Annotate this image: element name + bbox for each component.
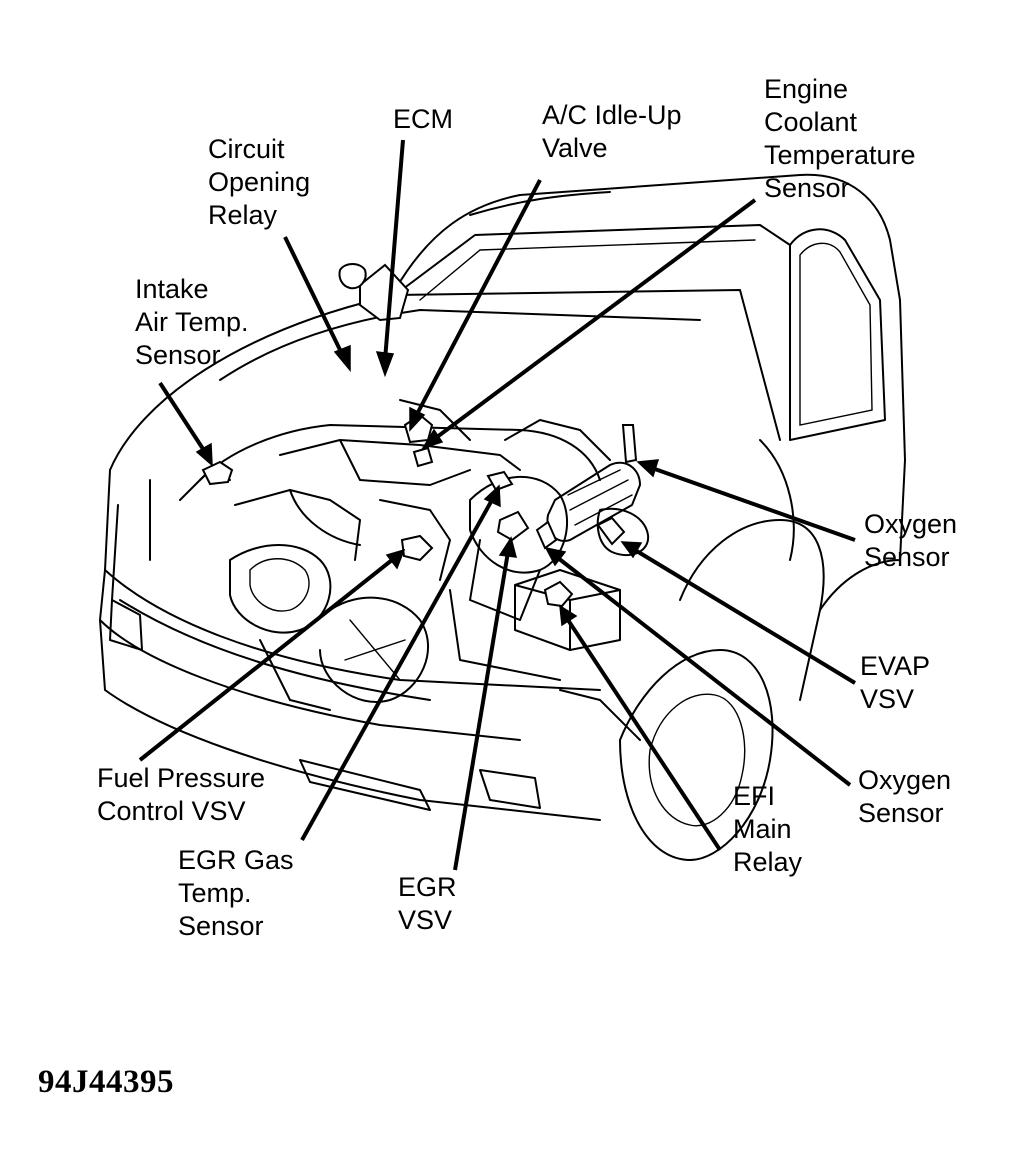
label-circuit-opening-relay-line-2: Opening <box>208 167 311 197</box>
label-efi-line-1: EFI <box>733 781 776 811</box>
components <box>201 263 638 608</box>
label-oxygen-upper-line-2: Sensor <box>864 542 950 572</box>
label-egr-gas-temp-sensor: EGR Gas Temp. Sensor <box>178 844 294 943</box>
leader-fuel-pressure-vsv <box>138 558 394 762</box>
label-oxygen-upper-line-1: Oxygen <box>864 509 958 539</box>
label-oxygen-sensor-lower: Oxygen Sensor <box>858 764 951 830</box>
label-oxygen-lower-line-2: Sensor <box>858 798 944 828</box>
truck-body-outline <box>99 173 906 861</box>
leader-evap-vsv <box>633 548 857 685</box>
label-ecm-line: ECM <box>393 104 453 134</box>
intake-air-temp-sensor-part <box>201 460 234 486</box>
egr-gas-temp-sensor-part <box>486 470 514 492</box>
arrow-evap-vsv <box>620 541 643 559</box>
leader-intake-air-temp <box>158 381 207 454</box>
label-egr-vsv-line-1: EGR <box>398 872 457 902</box>
arrow-ecm <box>375 351 395 378</box>
leader-circuit-opening-relay <box>283 236 345 357</box>
label-intake-air-temp-sensor: Intake Air Temp. Sensor <box>135 273 249 372</box>
label-coolant-line-4: Sensor <box>764 173 850 203</box>
arrow-egr-gas-temp <box>483 484 501 508</box>
label-egr-gas-line-3: Sensor <box>178 911 264 941</box>
label-egr-gas-line-1: EGR Gas <box>178 845 294 875</box>
label-coolant-line-1: Engine <box>764 74 849 104</box>
label-fuel-pressure-line-1: Fuel Pressure <box>97 763 266 793</box>
arrow-egr-vsv <box>498 536 518 558</box>
circuit-opening-relay-part <box>338 263 367 290</box>
arrow-efi-main-relay <box>559 604 578 627</box>
leader-coolant-temp <box>431 198 757 442</box>
label-evap-line-2: VSV <box>860 684 915 714</box>
label-ac-idle-up-valve: A/C Idle-Up Valve <box>542 99 682 165</box>
arrow-ac-idle-up <box>409 406 426 432</box>
egr-vsv-part <box>496 510 530 542</box>
fuel-pressure-vsv-part <box>400 534 434 562</box>
label-circuit-opening-relay-line-1: Circuit <box>208 134 285 164</box>
label-egr-vsv: EGR VSV <box>398 871 457 937</box>
leader-egr-gas-temp <box>300 499 494 841</box>
label-intake-line-2: Air Temp. <box>135 307 249 337</box>
leader-ac-idle-up <box>414 179 542 417</box>
arrow-coolant-temp <box>421 428 444 450</box>
leader-ecm <box>383 139 405 361</box>
label-egr-gas-line-2: Temp. <box>178 878 252 908</box>
label-coolant-line-2: Coolant <box>764 107 858 137</box>
label-ecm: ECM <box>393 103 453 136</box>
leader-oxygen-upper <box>651 466 856 542</box>
arrow-circuit-opening-relay <box>333 344 351 373</box>
coolant-temp-sensor-part <box>412 446 434 468</box>
leader-oxygen-lower <box>556 556 852 787</box>
evap-vsv-part <box>596 516 626 546</box>
leader-lines <box>138 139 857 871</box>
ecm-module <box>359 263 410 322</box>
label-intake-line-3: Sensor <box>135 340 221 370</box>
label-egr-vsv-line-2: VSV <box>398 905 453 935</box>
arrow-oxygen-upper <box>636 459 660 478</box>
arrow-oxygen-lower <box>544 546 567 567</box>
arrow-intake-air-temp <box>195 442 213 467</box>
label-evap-line-1: EVAP <box>860 651 931 681</box>
oxygen-sensor-lower-part <box>535 520 558 550</box>
label-ac-idle-up-line-2: Valve <box>542 133 608 163</box>
leader-efi-main-relay <box>566 618 722 852</box>
leader-egr-vsv <box>453 551 510 871</box>
label-efi-line-2: Main <box>733 814 792 844</box>
label-efi-line-3: Relay <box>733 847 803 877</box>
label-fuel-pressure-line-2: Control VSV <box>97 796 246 826</box>
label-intake-line-1: Intake <box>135 274 209 304</box>
label-ac-idle-up-line-1: A/C Idle-Up <box>542 100 682 130</box>
label-efi-main-relay: EFI Main Relay <box>733 780 802 879</box>
label-oxygen-lower-line-1: Oxygen <box>858 765 952 795</box>
efi-main-relay-part <box>543 580 574 608</box>
label-circuit-opening-relay: Circuit Opening Relay <box>208 133 310 232</box>
label-evap-vsv: EVAP VSV <box>860 650 930 716</box>
arrow-fuel-pressure-vsv <box>385 548 406 570</box>
label-engine-coolant-temp-sensor: Engine Coolant Temperature Sensor <box>764 73 916 205</box>
figure-id: 94J44395 <box>38 1064 174 1100</box>
label-coolant-line-3: Temperature <box>764 140 916 170</box>
label-oxygen-sensor-upper: Oxygen Sensor <box>864 508 957 574</box>
label-circuit-opening-relay-line-3: Relay <box>208 200 278 230</box>
label-fuel-pressure-control-vsv: Fuel Pressure Control VSV <box>97 762 265 828</box>
oxygen-sensor-upper-part <box>621 424 638 464</box>
